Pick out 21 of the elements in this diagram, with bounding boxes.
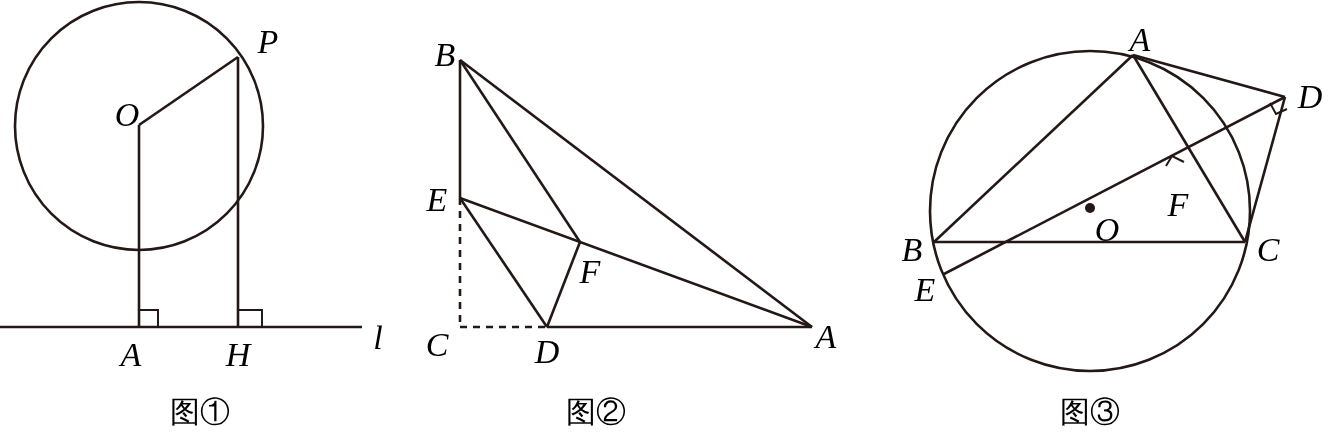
point-label: D [534, 335, 560, 369]
figure-caption: 图③ [1060, 397, 1120, 427]
point-label: E [426, 183, 448, 217]
point-label: E [914, 273, 936, 307]
point-label: O [114, 98, 140, 132]
point-label: C [1256, 233, 1280, 267]
point-label: O [1094, 213, 1120, 247]
point-label: A [815, 320, 837, 354]
point-label: D [1297, 80, 1323, 114]
point-label: A [1129, 23, 1151, 57]
point-label: F [1167, 188, 1189, 222]
point-label: B [434, 38, 456, 72]
figure-caption: 图① [170, 397, 230, 427]
point-label: A [120, 338, 142, 372]
point-label: C [425, 328, 449, 362]
point-label: P [257, 25, 279, 59]
point-label: H [225, 338, 251, 372]
point-label: F [579, 255, 601, 289]
line-label: l [373, 321, 383, 355]
figure-caption: 图② [566, 397, 626, 427]
point-label: B [901, 233, 923, 267]
